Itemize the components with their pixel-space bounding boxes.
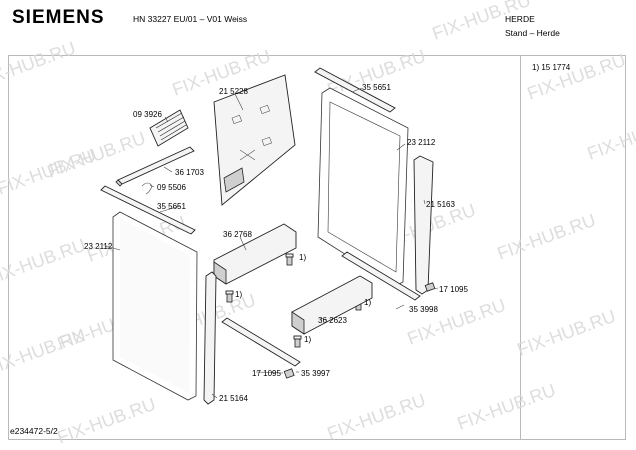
footnote-marker: 1): [299, 253, 306, 262]
watermark-text: FIX-HUB.RU: [495, 210, 599, 264]
side-strip-right-part: [413, 155, 434, 295]
brand-logo: SIEMENS: [12, 7, 105, 28]
label-095506: 09 5506: [157, 183, 186, 192]
watermark-text: FIX-HUB.RU: [430, 0, 534, 44]
watermark-text: FIX-HUB.RU: [585, 110, 636, 164]
label-215164: 21 5164: [219, 394, 248, 403]
label-362623: 36 2623: [318, 316, 347, 325]
footnote-marker: 1): [304, 335, 311, 344]
label-232112-right: 23 2112: [407, 138, 436, 147]
footnote-marker: 1): [364, 298, 371, 307]
label-232112-left: 23 2112: [84, 242, 113, 251]
watermark-text: FIX-HUB.RU: [0, 235, 88, 289]
model-title: HN 33227 EU/01 – V01 Weiss: [133, 14, 248, 24]
small-clip-right-part: [424, 282, 436, 292]
lower-plinth-part: [291, 275, 373, 335]
footnote-marker: 1): [235, 290, 242, 299]
label-171095-bottom: 17 1095: [252, 369, 281, 378]
label-093926: 09 3926: [133, 110, 162, 119]
side-strip-left-part: [203, 271, 217, 405]
vent-grille-part: [149, 109, 189, 147]
watermark-text: FIX-HUB.RU: [0, 145, 98, 199]
label-215163: 21 5163: [426, 200, 455, 209]
label-353998: 35 3998: [409, 305, 438, 314]
label-171095-right: 17 1095: [439, 285, 468, 294]
leader-lines: [105, 87, 439, 399]
footnote-text: 1) 15 1774: [532, 63, 571, 72]
watermark-text: FIX-HUB.RU: [525, 50, 629, 104]
lower-rail-left-part: [221, 317, 301, 367]
screw-part: [293, 335, 302, 348]
watermark-text: FIX-HUB.RU: [325, 390, 429, 444]
part-labels: 09 3926 21 5228 35 5651 23 2112 36 1703 …: [84, 83, 468, 403]
label-362768: 36 2768: [223, 230, 252, 239]
label-353997: 35 3997: [301, 369, 330, 378]
label-361703: 36 1703: [175, 168, 204, 177]
top-rail-part: [314, 67, 396, 113]
rear-panel-part: [213, 74, 296, 206]
side-frame-right-part: [317, 87, 409, 287]
clip-part: [141, 182, 153, 195]
frame-divider: [520, 56, 521, 440]
side-rail-left-part: [100, 185, 196, 235]
subcategory-label: Stand – Herde: [505, 28, 560, 38]
diagram-code: e234472-5/2: [10, 426, 58, 436]
category-label: HERDE: [505, 14, 535, 24]
lower-rail-right-part: [341, 251, 421, 301]
bracket-part: [115, 146, 195, 187]
watermark-text: FIX-HUB.RU: [0, 38, 78, 92]
page-header: SIEMENS HN 33227 EU/01 – V01 Weiss HERDE…: [0, 0, 636, 56]
screw-part: [285, 253, 294, 266]
screw-part: [225, 290, 234, 303]
watermark-text: FIX-HUB.RU: [515, 306, 619, 360]
label-355651-left: 35 5651: [157, 202, 186, 211]
side-panel-left-part: [112, 211, 198, 401]
watermark-text: FIX-HUB.RU: [455, 380, 559, 434]
watermark-text: FIX-HUB.RU: [55, 394, 159, 448]
small-clip-bottom-part: [283, 368, 295, 379]
label-355651-top: 35 5651: [362, 83, 391, 92]
watermark-text: FIX-HUB.RU: [405, 295, 509, 349]
diagram-frame: [8, 55, 626, 440]
label-215228: 21 5228: [219, 87, 248, 96]
